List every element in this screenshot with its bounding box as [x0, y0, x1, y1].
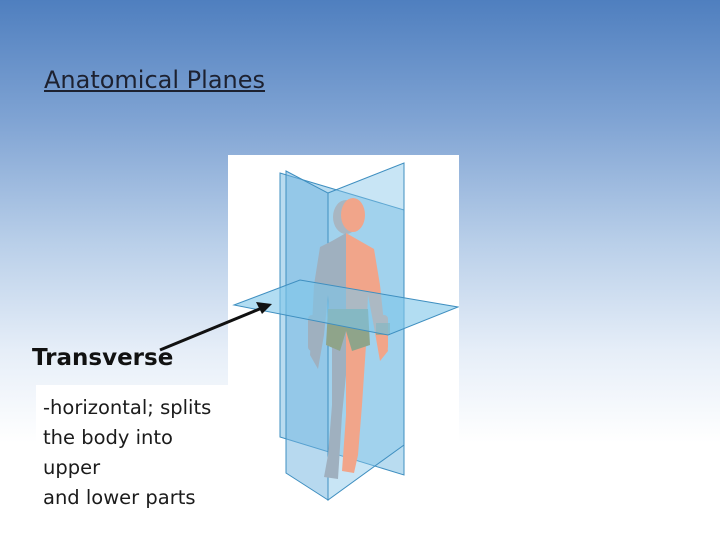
description-box: -horizontal; splits the body into upper …: [36, 385, 228, 509]
plane-term: Transverse: [32, 345, 174, 371]
transverse-plane: [232, 279, 459, 336]
plane-description: -horizontal; splits the body into upper …: [43, 396, 212, 509]
anatomy-figure: [228, 155, 459, 503]
slide-title: Anatomical Planes: [44, 66, 266, 94]
